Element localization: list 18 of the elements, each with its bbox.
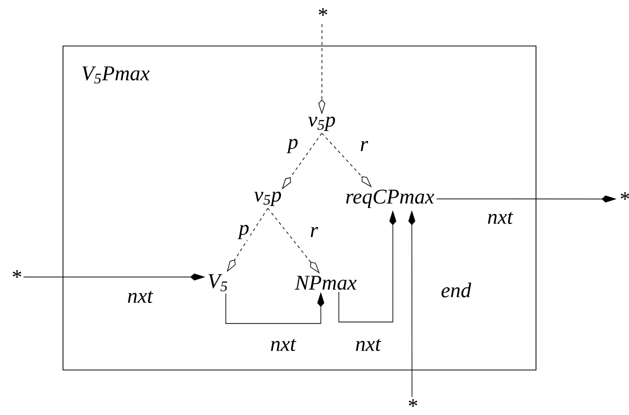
edge-label: r — [308, 226, 320, 238]
state-label: v$_{5}$p — [308, 116, 335, 131]
star-terminal: * — [408, 399, 418, 407]
edge-label: nxt — [354, 338, 382, 352]
star-terminal: * — [12, 270, 22, 278]
star-terminal: * — [318, 8, 328, 16]
state-label: V$_{5}$ — [208, 274, 228, 292]
state-label: v$_{5}$p — [254, 192, 281, 206]
state-label: reqCPmax — [346, 190, 434, 208]
star-terminal: * — [620, 192, 629, 200]
edge-label: p — [286, 138, 300, 154]
edge-label: r — [358, 140, 370, 152]
edge-label: nxt — [126, 290, 154, 304]
edge-label: nxt — [269, 338, 297, 352]
edge-label: end — [440, 282, 472, 298]
edge-label: p — [238, 224, 250, 240]
state-label: NPmax — [294, 276, 357, 290]
edge-label: nxt — [486, 210, 514, 226]
